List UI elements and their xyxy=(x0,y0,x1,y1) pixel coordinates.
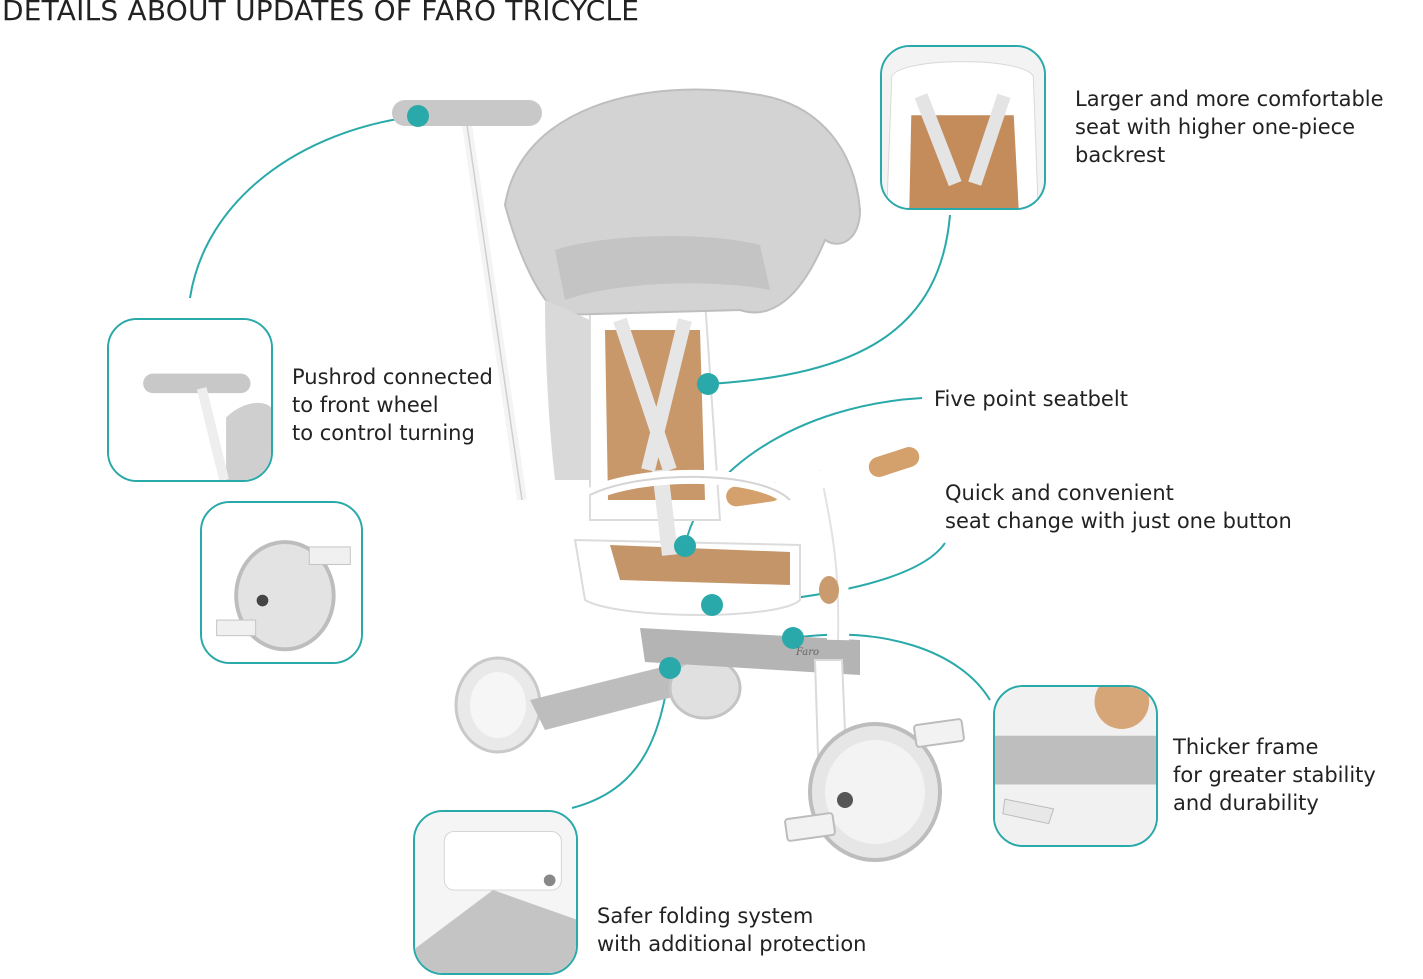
pedal-right xyxy=(913,718,965,748)
rear-wheel-left xyxy=(454,656,542,754)
hotspot-dots xyxy=(407,105,804,679)
canopy-mesh xyxy=(555,235,770,300)
seat-detail-image xyxy=(880,45,1046,210)
page-title: DETAILS ABOUT UPDATES OF FARO TRICYCLE xyxy=(2,0,640,27)
pushrod-dot xyxy=(407,105,429,127)
frame-brand-mark: Faro xyxy=(795,647,819,658)
folding-caption: Safer folding system with additional pro… xyxy=(597,904,867,956)
handle-grip-right xyxy=(868,447,920,477)
front-wheel-detail-image xyxy=(200,501,363,664)
seatbelt-caption: Five point seatbelt xyxy=(934,387,1128,411)
seat-connector-line xyxy=(707,214,951,385)
pushrod-caption: Pushrod connected to front wheel to cont… xyxy=(292,365,493,445)
frame-connector-line xyxy=(792,633,991,701)
seat-change-dot xyxy=(701,594,723,616)
seatbelt-dot xyxy=(674,535,696,557)
frame-dot xyxy=(782,627,804,649)
frame-caption: Thicker frame for greater stability and … xyxy=(1173,735,1376,815)
seat-change-caption: Quick and convenient seat change with ju… xyxy=(945,481,1292,533)
seatbelt-straps xyxy=(613,317,692,473)
pushrod-detail-image xyxy=(107,318,273,482)
rear-frame xyxy=(530,660,700,730)
main-frame-bar xyxy=(640,628,860,675)
folding-detail-image xyxy=(413,810,578,975)
frame-detail-image xyxy=(993,685,1158,847)
pedal-left xyxy=(784,812,836,842)
folding-dot xyxy=(659,657,681,679)
seat-caption: Larger and more comfortable seat with hi… xyxy=(1075,87,1384,167)
seat-cushion xyxy=(610,545,790,585)
front-wheel xyxy=(808,722,942,862)
push-handle xyxy=(392,100,542,126)
canopy-side xyxy=(545,300,590,480)
seat-change-button xyxy=(819,576,839,604)
seat-dot xyxy=(697,373,719,395)
pushrod-connector-line xyxy=(189,115,419,299)
